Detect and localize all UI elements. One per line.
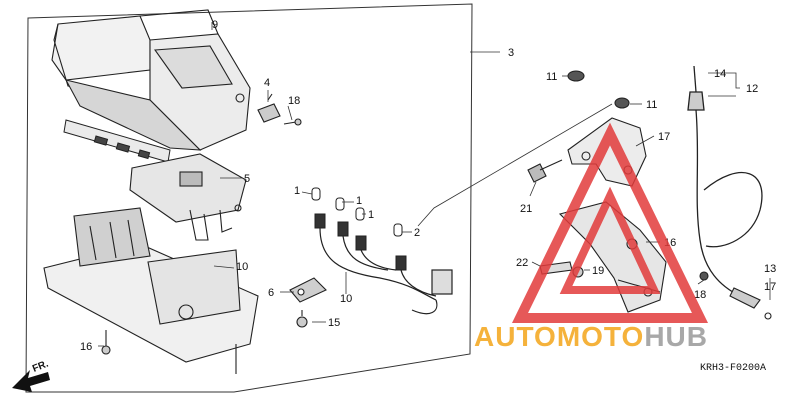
callout-12: 14: [714, 68, 726, 80]
bulb-1b: [335, 197, 349, 237]
callout-3: 3: [508, 47, 514, 59]
callout-4: 4: [264, 77, 270, 89]
speedometer-cable-12: [687, 65, 763, 297]
callout-15b: 16: [80, 341, 92, 353]
watermark-text-orange: AUTOMOTO: [474, 321, 644, 352]
meter-cover-7: [51, 9, 251, 151]
callout-11a: 12: [746, 83, 758, 95]
screw-15b: [101, 345, 111, 355]
circuit-board-5: [129, 153, 247, 241]
clip-18: [699, 271, 709, 281]
callout-2: 2: [414, 227, 420, 239]
screw-15a: [296, 310, 308, 328]
screw-16: [283, 118, 302, 126]
callout-14: 17: [658, 131, 670, 143]
callout-15a: 15: [328, 317, 340, 329]
svg-text:AUTOMOTOHUB: AUTOMOTOHUB: [474, 321, 708, 352]
callout-16: 18: [288, 95, 300, 107]
front-arrow-icon: [12, 370, 50, 392]
rubber-10a: [567, 70, 585, 82]
callout-18: 18: [694, 289, 706, 301]
callout-1c: 1: [368, 209, 374, 221]
bulb-2: [393, 223, 407, 271]
callout-labels: 9 3 4 18 5 10 6 10 15 16 1 1 1 2 11 11 1…: [80, 19, 776, 353]
callout-19: 19: [592, 265, 604, 277]
rubber-10b: [614, 97, 630, 109]
callout-6: 6: [268, 287, 274, 299]
meter-case-9: [43, 207, 259, 374]
callout-1a: 1: [294, 185, 300, 197]
bulb-1a: [311, 187, 326, 229]
bolt-21: [527, 159, 563, 183]
callout-9: 10: [236, 261, 248, 273]
watermark-triangle-inner: [559, 186, 661, 294]
group-boundary-box: [25, 3, 473, 393]
callout-11b: 13: [764, 263, 776, 275]
callout-22: 22: [516, 257, 528, 269]
callout-17: 17: [764, 281, 776, 293]
callout-10b: 11: [646, 99, 657, 111]
leader-lines: [98, 22, 771, 347]
watermark-triangle-outer: [511, 122, 709, 323]
cable-end-17: [729, 287, 772, 320]
watermark-logo: [511, 122, 709, 323]
callout-7: 9: [212, 19, 218, 31]
watermark-text-gray: HUB: [644, 321, 708, 352]
callout-21: 21: [520, 203, 532, 215]
callout-5: 5: [244, 173, 250, 185]
diagram-code: KRH3-F0200A: [700, 363, 766, 374]
wire-harness-8: [319, 227, 453, 315]
clamp-6: [289, 277, 327, 303]
fastener-4: [257, 93, 281, 123]
callout-10a: 11: [546, 71, 557, 83]
callout-1b: 1: [356, 195, 362, 207]
callout-8: 10: [340, 293, 352, 305]
